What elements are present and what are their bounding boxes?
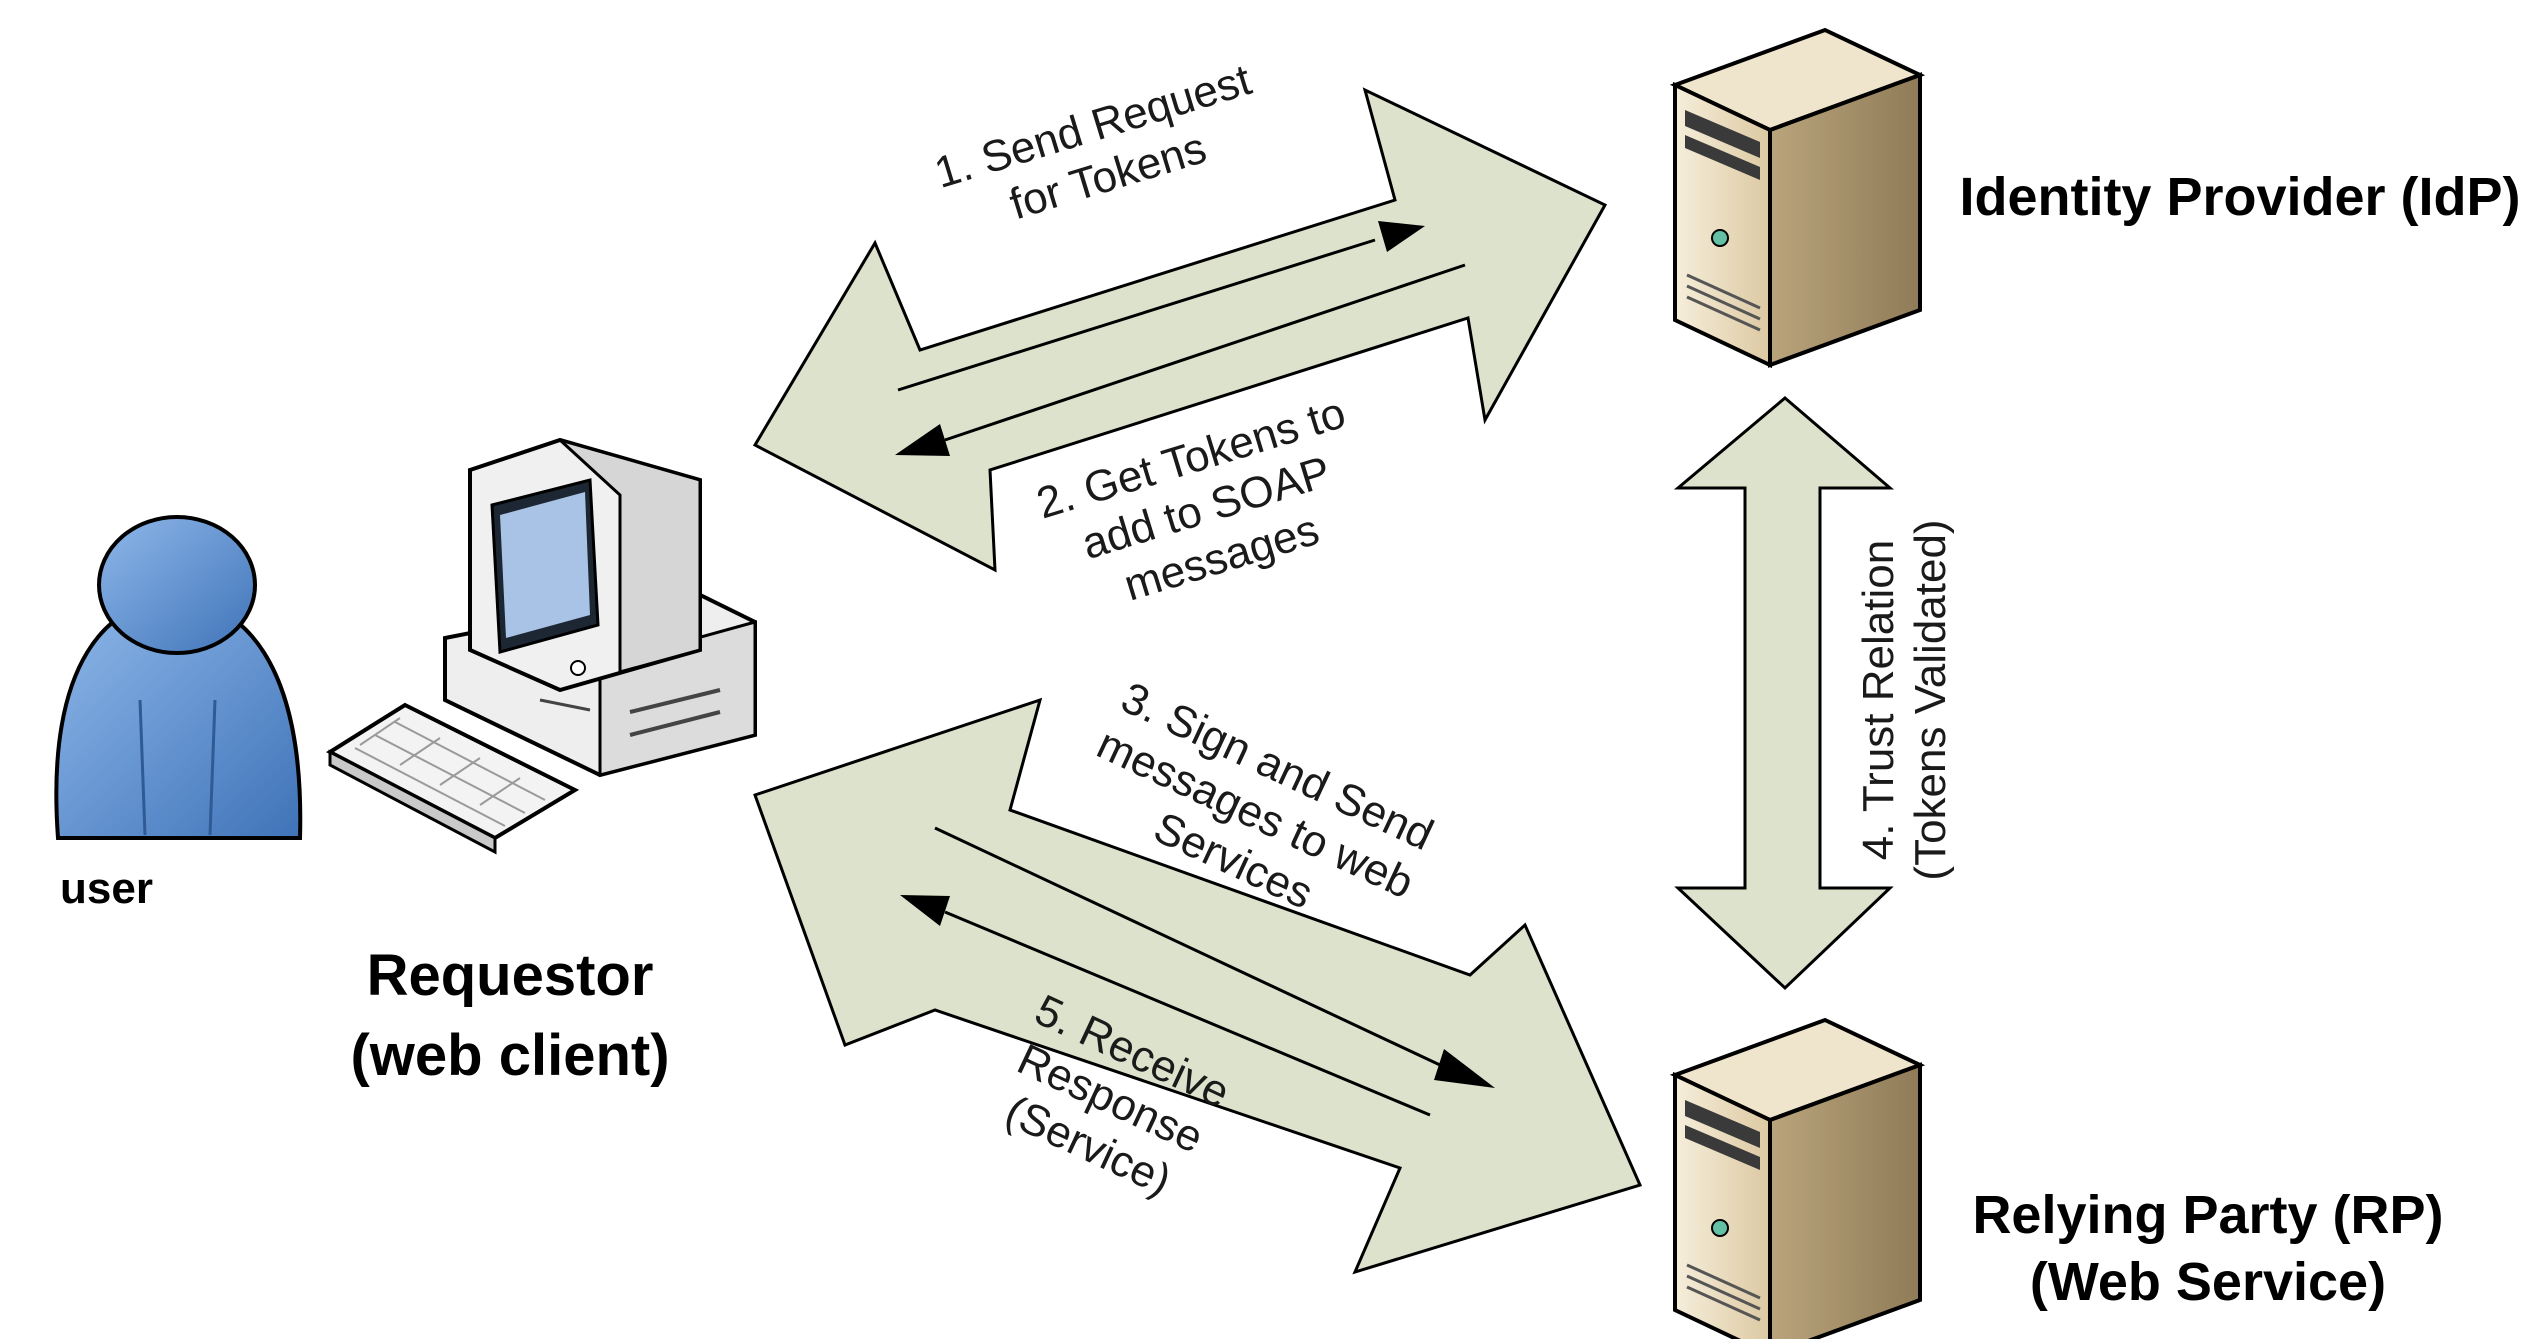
requestor-sublabel: (web client): [350, 1023, 669, 1088]
step4-label: 4. Trust Relation (Tokens Validated): [1854, 519, 1955, 880]
rp-sublabel: (Web Service): [2030, 1252, 2386, 1312]
step3-arrowhead: [1434, 1049, 1495, 1088]
server-icon: [1669, 27, 1926, 369]
step1-arrowhead: [1378, 221, 1425, 252]
step3-line: [934, 826, 1441, 1067]
requestor-label: Requestor: [367, 943, 654, 1008]
step1-line: [897, 238, 1376, 392]
server-icon: [1669, 1017, 1926, 1339]
request-tokens-arrow: [752, 87, 1608, 573]
step5-line: [944, 910, 1431, 1117]
step2-line: [944, 263, 1466, 442]
step4-line1: 4. Trust Relation: [1854, 540, 1903, 860]
user-icon: [54, 515, 303, 840]
step2-arrowhead: [895, 424, 950, 456]
request-arrow-body: [752, 87, 1608, 573]
trust-relation-arrow: [1673, 396, 1895, 991]
send-messages-arrow: [753, 697, 1643, 1275]
messages-arrow-body: [753, 697, 1643, 1275]
computer-icon: [325, 437, 757, 855]
step4-line2: (Tokens Validated): [1906, 519, 1955, 880]
idp-label: Identity Provider (IdP): [1959, 167, 2520, 227]
user-label: user: [60, 864, 153, 913]
step1-label: 1. Send Request for Tokens: [929, 55, 1257, 229]
step5-arrowhead: [900, 895, 950, 926]
rp-label: Relying Party (RP): [1972, 1185, 2443, 1245]
